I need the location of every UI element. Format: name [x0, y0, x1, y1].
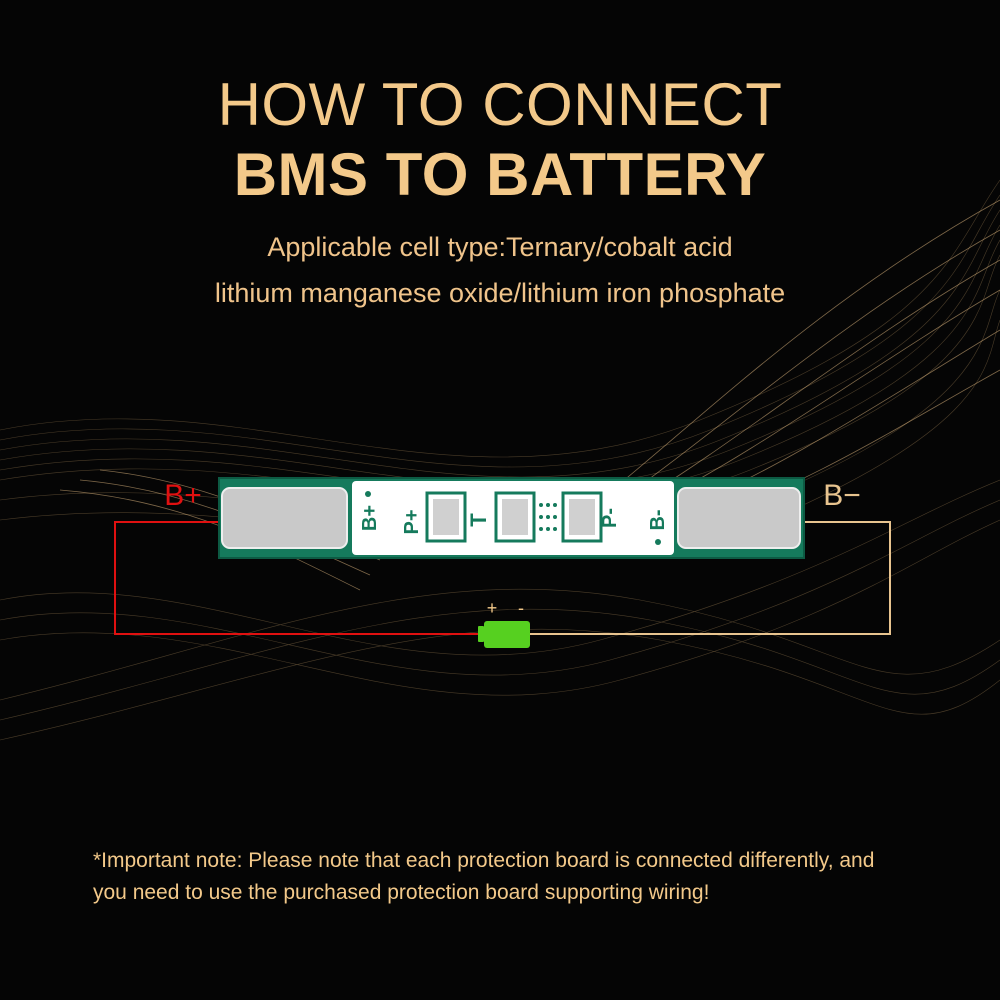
subtitle-line-2: lithium manganese oxide/lithium iron pho… [214, 278, 786, 308]
title-line-1: HOW TO CONNECT [217, 71, 783, 138]
battery-minus-label: - [518, 598, 524, 618]
bms-board: B+ P+ T P- B- [218, 477, 805, 559]
positive-wire [114, 521, 478, 635]
subtitle-line-1: Applicable cell type:Ternary/cobalt acid [267, 232, 733, 262]
terminal-label-positive: B+ [164, 479, 202, 512]
negative-wire [530, 521, 891, 635]
b-minus-pad [677, 487, 801, 549]
board-label-t: T [466, 513, 491, 527]
board-label-p-minus: P- [599, 508, 621, 528]
board-label-b-plus: B+ [359, 505, 381, 531]
b-plus-pad [221, 487, 348, 549]
title-line-2: BMS TO BATTERY [233, 141, 767, 208]
board-label-b-minus: B- [647, 509, 669, 530]
battery-plus-label: + [487, 598, 498, 618]
important-note: *Important note: Please note that each p… [93, 849, 875, 904]
battery-icon [478, 621, 530, 648]
terminal-label-negative: B− [823, 479, 861, 512]
board-label-p-plus: P+ [401, 509, 423, 534]
